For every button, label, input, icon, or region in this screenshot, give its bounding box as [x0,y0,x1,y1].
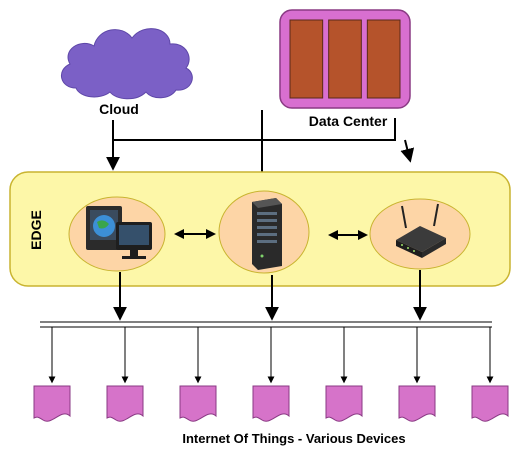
cloud-node: Cloud [61,28,193,117]
computer-icon [86,206,152,259]
data-center-racks [289,19,401,99]
server-icon [252,198,282,270]
cloud-label: Cloud [99,101,139,117]
iot-device-shape [33,385,71,422]
edge-device-computer [68,196,166,272]
router-icon [396,203,446,258]
edge-device-server [218,190,310,274]
iot-device-shape [179,385,217,422]
iot-bus [40,321,492,328]
data-center-node: Data Center [279,9,411,129]
iot-device-shape [398,385,436,422]
cloud-shape [61,28,193,100]
data-center-label: Data Center [309,113,388,129]
rack-slot [289,19,324,99]
down-connectors [113,270,427,321]
rack-slot [328,19,362,99]
caption: Internet Of Things - Various Devices [182,431,405,446]
edge-device-router [369,198,471,270]
rack-slot [366,19,401,99]
iot-device-shape [252,385,290,422]
iot-device-shape [471,385,509,422]
iot-device-shape [106,385,144,422]
iot-device-shape [325,385,363,422]
iot-devices [33,327,509,422]
edge-label: EDGE [28,210,44,250]
device-links [174,229,368,240]
